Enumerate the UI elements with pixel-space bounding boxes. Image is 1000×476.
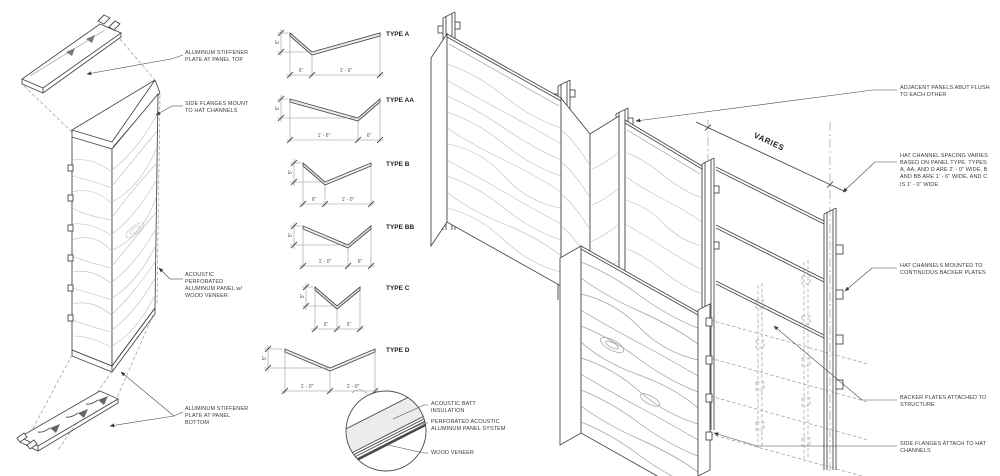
type-bb-label: TYPE BB xyxy=(386,224,414,231)
annotation-acoustic-panel: ACOUSTIC PERFORATED ALUMINUM PANEL w/ WO… xyxy=(185,272,243,300)
type-aa-label: TYPE AA xyxy=(386,97,414,104)
profile-type-d: 1' - 0" 1' - 0" 5" TYPE D xyxy=(262,345,410,395)
type-b-label: TYPE B xyxy=(386,161,410,168)
type-a-label: TYPE A xyxy=(386,31,410,38)
dim-c-right: 6" xyxy=(347,322,352,328)
wood-veneer-layer xyxy=(350,420,426,464)
profile-type-c: 6" 6" 5" TYPE C xyxy=(300,283,410,333)
profile-type-aa: 1' - 6" 6" 5" TYPE AA xyxy=(275,95,414,144)
annotation-channels-mounted: HAT CHANNELS MOUNTED TO CONTINUOUS BACKE… xyxy=(900,263,986,277)
annotation-side-flanges-attach: SIDE FLANGES ATTACH TO HAT CHANNELS xyxy=(900,441,987,455)
profile-type-a: 6" 1' - 6" 5" TYPE A xyxy=(275,29,410,79)
left-leaders xyxy=(86,54,184,428)
annotation-panel-system: PERFORATED ACOUSTIC ALUMINUM PANEL SYSTE… xyxy=(431,419,506,433)
dashed-rails xyxy=(709,319,869,476)
detail-circle xyxy=(345,390,427,472)
dim-c-left: 6" xyxy=(324,322,329,328)
left-panel-view xyxy=(16,14,184,452)
annotation-side-flanges: SIDE FLANGES MOUNT TO HAT CHANNELS xyxy=(185,101,249,115)
free-hat-channel xyxy=(823,207,844,470)
insulation-layer xyxy=(346,392,426,455)
dim-b-depth: 5" xyxy=(288,170,294,175)
dim-b-left: 6" xyxy=(312,197,317,203)
annotation-backer-plates: BACKER PLATES ATTACHED TO STRUCTURE xyxy=(900,395,987,409)
right-leaders xyxy=(635,89,897,447)
top-stiffener-plate xyxy=(21,14,156,133)
annotation-insulation: ACOUSTIC BATT INSULATION xyxy=(431,401,476,415)
dim-a-left: 6" xyxy=(299,68,304,74)
type-c-label: TYPE C xyxy=(386,285,410,292)
dim-bb-depth: 5" xyxy=(288,233,294,238)
dim-a-right: 1' - 6" xyxy=(340,68,353,74)
type-d-label: TYPE D xyxy=(386,347,410,354)
detail-view xyxy=(345,389,428,472)
dim-b-right: 1' - 0" xyxy=(342,197,355,203)
annotation-wood-veneer: WOOD VENEER xyxy=(431,450,474,456)
dim-bb-left: 1' - 0" xyxy=(319,259,332,265)
dim-d-depth: 5" xyxy=(262,356,268,361)
bottom-panel-flange xyxy=(697,303,713,476)
backer-plate-rails xyxy=(715,166,825,339)
dim-aa-depth: 5" xyxy=(275,106,281,111)
bottom-panel xyxy=(559,245,713,476)
dim-c-depth: 5" xyxy=(300,294,306,299)
ghost-hat-channels xyxy=(755,260,811,462)
varies-dimension: VARIES xyxy=(695,121,847,193)
dim-d-right: 1' - 0" xyxy=(347,384,360,390)
annotation-panels-abut: ADJACENT PANELS ABUT FLUSH TO EACH OTHER xyxy=(900,85,990,99)
annotation-bottom-plate: ALUMINUM STIFFENER PLATE AT PANEL BOTTOM xyxy=(185,406,249,427)
dim-bb-right: 6" xyxy=(358,259,363,265)
dim-aa-left: 1' - 6" xyxy=(318,133,331,139)
annotation-channel-spacing: HAT CHANNEL SPACING VARIES BASED ON PANE… xyxy=(900,153,988,188)
profile-type-bb: 1' - 0" 6" 5" TYPE BB xyxy=(288,222,414,270)
dim-a-depth: 5" xyxy=(275,40,281,45)
bottom-stiffener-plate xyxy=(16,314,154,452)
dim-d-left: 1' - 0" xyxy=(301,384,314,390)
panel-type-profiles: 6" 1' - 6" 5" TYPE A 1' - 6" 6" 5" TYPE … xyxy=(262,29,414,395)
varies-label: VARIES xyxy=(752,131,786,153)
dim-aa-right: 6" xyxy=(367,133,372,139)
aluminum-panel-layer xyxy=(348,415,426,458)
panel-body xyxy=(67,79,161,373)
main-iso-view: VARIES xyxy=(430,11,897,476)
annotation-top-plate: ALUMINUM STIFFENER PLATE AT PANEL TOP xyxy=(185,50,249,64)
profile-type-b: 6" 1' - 0" 5" TYPE B xyxy=(288,159,410,208)
